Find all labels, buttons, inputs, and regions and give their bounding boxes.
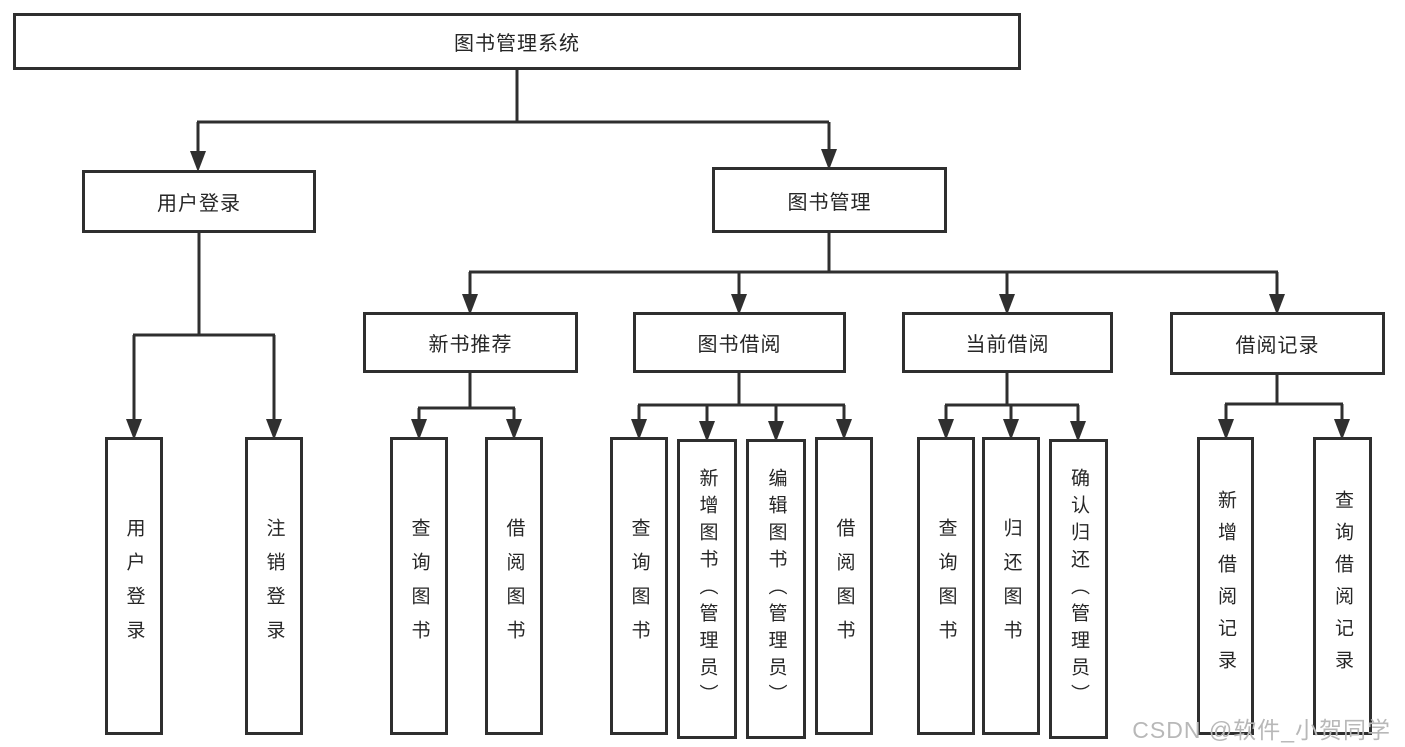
node-leaf-query-books-recommend: 查询图书 <box>390 437 448 735</box>
node-leaf-borrow-books-borrowing: 借阅图书 <box>815 437 873 735</box>
arrowhead-icons <box>126 149 1350 442</box>
node-leaf-logout-label: 注销登录 <box>263 518 285 654</box>
node-library-management-system: 图书管理系统 <box>13 13 1021 70</box>
watermark: CSDN @软件_小贺同学 <box>1132 717 1391 743</box>
node-leaf-borrow-books-recommend-label: 借阅图书 <box>503 518 525 654</box>
node-library-management-system-label: 图书管理系统 <box>454 33 580 55</box>
node-user-login-group-label: 用户登录 <box>157 193 241 215</box>
node-leaf-query-books-current-label: 查询图书 <box>935 518 957 654</box>
node-leaf-add-books-admin: 新增图书（管理员） <box>677 439 737 739</box>
node-leaf-add-books-admin-label: 新增图书（管理员） <box>696 467 718 711</box>
node-leaf-query-books-borrowing-label: 查询图书 <box>628 518 650 654</box>
node-leaf-edit-books-admin-label: 编辑图书（管理员） <box>765 467 787 711</box>
node-book-borrowing: 图书借阅 <box>633 312 846 373</box>
node-leaf-add-borrow-record-label: 新增借阅记录 <box>1215 490 1236 682</box>
node-leaf-query-books-recommend-label: 查询图书 <box>408 518 430 654</box>
node-leaf-query-books-current: 查询图书 <box>917 437 975 735</box>
node-current-borrowing: 当前借阅 <box>902 312 1113 373</box>
node-leaf-query-borrow-record: 查询借阅记录 <box>1313 437 1372 735</box>
node-leaf-query-books-borrowing: 查询图书 <box>610 437 668 735</box>
node-leaf-confirm-return-admin-label: 确认归还（管理员） <box>1068 467 1089 711</box>
node-book-borrowing-label: 图书借阅 <box>697 334 782 356</box>
node-leaf-return-books-label: 归还图书 <box>1000 518 1022 654</box>
node-current-borrowing-label: 当前借阅 <box>965 334 1050 356</box>
node-book-management: 图书管理 <box>712 167 947 233</box>
node-new-book-recommend-label: 新书推荐 <box>428 334 513 356</box>
node-leaf-user-login-label: 用户登录 <box>123 518 145 654</box>
node-leaf-return-books: 归还图书 <box>982 437 1040 735</box>
node-book-management-label: 图书管理 <box>787 191 872 214</box>
node-leaf-edit-books-admin: 编辑图书（管理员） <box>746 439 806 739</box>
node-leaf-borrow-books-recommend: 借阅图书 <box>485 437 543 735</box>
node-new-book-recommend: 新书推荐 <box>363 312 578 373</box>
node-leaf-user-login: 用户登录 <box>105 437 163 735</box>
node-leaf-confirm-return-admin: 确认归还（管理员） <box>1049 439 1108 739</box>
node-user-login-group: 用户登录 <box>82 170 316 233</box>
node-leaf-add-borrow-record: 新增借阅记录 <box>1197 437 1254 735</box>
node-leaf-logout: 注销登录 <box>245 437 303 735</box>
node-borrowing-records: 借阅记录 <box>1170 312 1385 375</box>
node-borrowing-records-label: 借阅记录 <box>1235 335 1320 357</box>
node-leaf-query-borrow-record-label: 查询借阅记录 <box>1332 490 1353 682</box>
node-leaf-borrow-books-borrowing-label: 借阅图书 <box>833 518 855 654</box>
connector-paths <box>132 70 1344 432</box>
